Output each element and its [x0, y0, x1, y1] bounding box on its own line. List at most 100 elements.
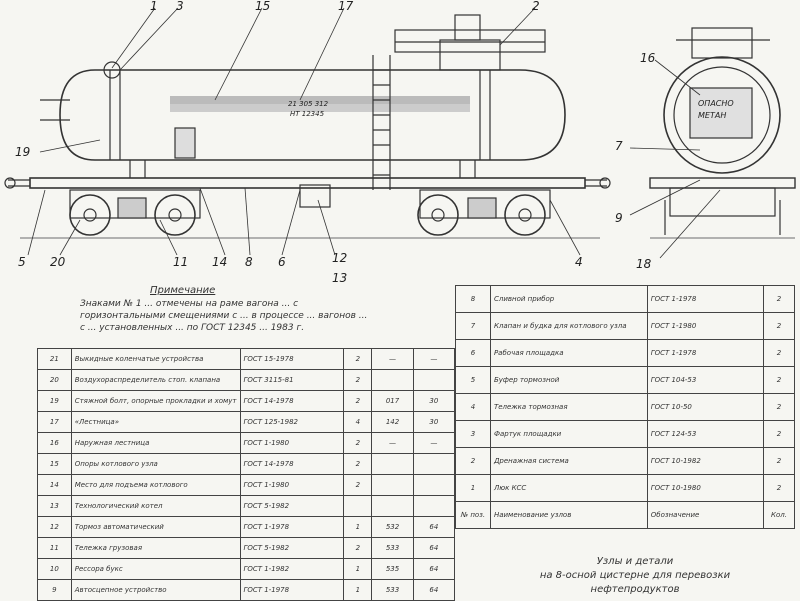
end-view-marking-2: МЕТАН [698, 111, 726, 120]
table-cell-pos: 17 [37, 411, 72, 433]
table-cell-m1 [371, 369, 414, 391]
callout-14: 14 [212, 255, 227, 269]
drawing-title-line-1: Узлы и детали [596, 556, 674, 567]
table-cell-doc: ГОСТ 15-1978 [239, 348, 345, 370]
table-cell-qty: Кол. [763, 501, 795, 529]
table-cell-qty: 1 [343, 579, 373, 601]
table-cell-m2: 30 [412, 390, 456, 412]
tank-number-marking: 21 305 312 [288, 100, 329, 108]
tank-side-view [40, 14, 566, 190]
table-cell-doc: ГОСТ 1-1980 [239, 474, 345, 496]
table-cell-qty: 2 [763, 474, 795, 502]
drawing-title-line-2: на 8-осной цистерне для перевозки [539, 570, 731, 581]
callout-17: 17 [338, 0, 354, 13]
table-cell-m2: 30 [412, 411, 456, 433]
callout-3: 3 [176, 0, 184, 13]
leader-lines [27, 7, 721, 259]
bogie-left [20, 189, 600, 239]
table-cell-doc: ГОСТ 1-1978 [239, 579, 345, 601]
table-cell-qty: 2 [763, 339, 795, 367]
table-cell-pos: 4 [455, 393, 491, 421]
callout-4: 4 [575, 255, 583, 269]
table-cell-qty: 2 [343, 369, 373, 391]
table-cell-pos: 19 [37, 390, 72, 412]
table-cell-m2 [412, 474, 456, 496]
table-cell-pos: 10 [37, 558, 72, 580]
table-cell-qty: 2 [763, 420, 795, 448]
table-cell-m2: — [412, 348, 456, 370]
table-cell-pos: 21 [37, 348, 72, 370]
table-cell-pos: 14 [37, 474, 72, 496]
table-cell-name: Автосцепное устройство [70, 579, 241, 601]
table-cell-m1 [371, 495, 414, 517]
table-cell-doc: ГОСТ 10-1980 [646, 474, 765, 502]
table-cell-qty: 2 [343, 432, 373, 454]
table-cell-name: Фартук площадки [489, 420, 648, 448]
table-cell-doc: ГОСТ 1-1982 [239, 558, 345, 580]
table-cell-doc: ГОСТ 1-1978 [239, 516, 345, 538]
table-cell-name: Наименование узлов [489, 501, 648, 529]
table-cell-m2: 64 [412, 537, 456, 559]
table-cell-name: Люк КСС [489, 474, 648, 502]
callout-8: 8 [245, 255, 253, 269]
table-cell-qty [343, 495, 373, 517]
table-cell-m2 [412, 495, 456, 517]
callout-13: 13 [332, 271, 347, 285]
table-cell-doc: ГОСТ 104-53 [646, 366, 765, 394]
underframe [4, 177, 611, 208]
table-cell-m2: 64 [412, 558, 456, 580]
table-cell-qty: 2 [343, 453, 373, 475]
table-cell-name: Тележка тормозная [489, 393, 648, 421]
table-cell-m2: 64 [412, 516, 456, 538]
table-cell-doc: Обозначение [646, 501, 765, 529]
bogie-right [417, 189, 551, 236]
table-cell-qty: 2 [343, 390, 373, 412]
table-cell-pos: 12 [37, 516, 72, 538]
table-cell-pos: 16 [37, 432, 72, 454]
table-cell-m1: 017 [371, 390, 414, 412]
table-cell-qty: 4 [343, 411, 373, 433]
callout-5: 5 [18, 255, 26, 269]
table-cell-qty: 2 [343, 348, 373, 370]
table-cell-pos: 1 [455, 474, 491, 502]
drawing-title-block: Узлы и детали на 8-осной цистерне для пе… [520, 555, 750, 597]
table-cell-pos: 8 [455, 285, 491, 313]
table-cell-name: Дренажная система [489, 447, 648, 475]
table-cell-m1: — [371, 432, 414, 454]
table-cell-pos: 3 [455, 420, 491, 448]
table-cell-doc: ГОСТ 1-1978 [646, 339, 765, 367]
notes-text: Знаками № 1 ... отмечены на раме вагона … [80, 299, 368, 333]
table-cell-qty: 1 [343, 516, 373, 538]
table-cell-m1: 533 [371, 579, 414, 601]
table-cell-doc: ГОСТ 124-53 [646, 420, 765, 448]
table-cell-qty: 1 [343, 558, 373, 580]
notes-title: Примечание [150, 285, 216, 296]
drawing-title-line-3: нефтепродуктов [590, 584, 680, 595]
table-cell-m1: 535 [371, 558, 414, 580]
callout-16: 16 [640, 51, 656, 65]
table-cell-name: Тележка грузовая [70, 537, 241, 559]
table-cell-m1: — [371, 348, 414, 370]
callout-9: 9 [615, 211, 623, 225]
table-cell-name: «Лестница» [70, 411, 241, 433]
table-cell-name: Рессора букс [70, 558, 241, 580]
table-cell-doc: ГОСТ 125-1982 [239, 411, 345, 433]
table-cell-qty: 2 [343, 537, 373, 559]
